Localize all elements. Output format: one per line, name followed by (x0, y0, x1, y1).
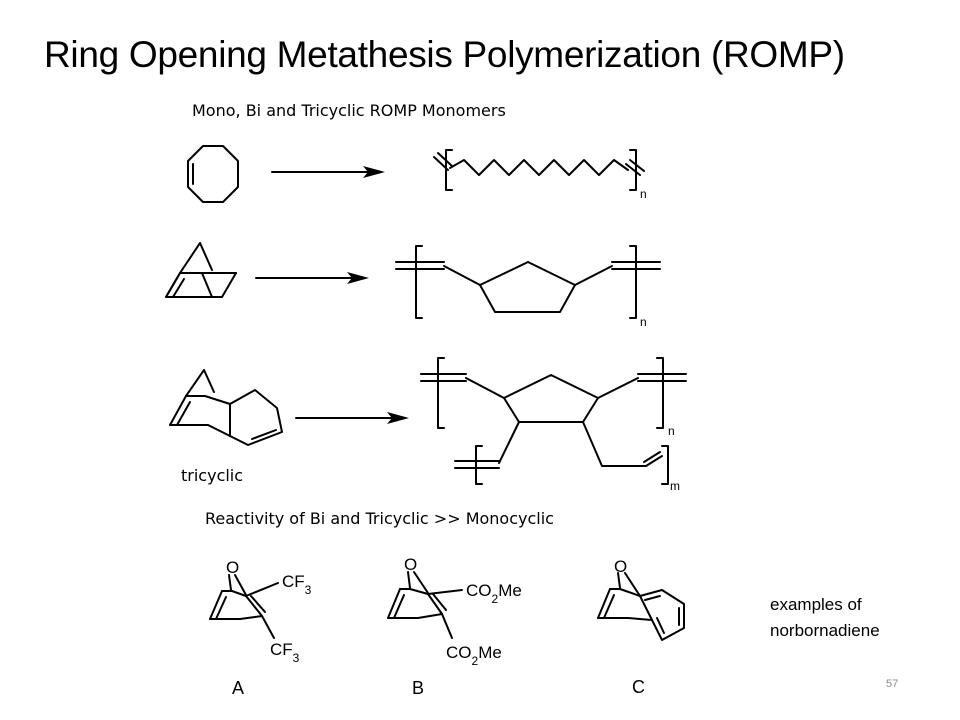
example-b-label: B (412, 678, 424, 698)
example-a-label: A (232, 678, 244, 698)
reaction-arrow-2 (255, 272, 369, 284)
reaction-arrow-3 (295, 412, 409, 424)
dicyclopentadiene-structure (169, 369, 283, 446)
example-c-structure (597, 572, 685, 641)
example-a-oxygen: O (226, 558, 239, 577)
example-a-cf3-top: CF3 (282, 572, 312, 597)
polydicyclopentadiene-structure (420, 357, 687, 485)
example-a-structure (209, 574, 279, 639)
repeat-label-m: m (670, 479, 680, 493)
example-b-ester-top: CO2Me (466, 581, 522, 606)
cyclooctene-structure (187, 145, 239, 203)
repeat-label-n3: n (668, 424, 675, 438)
example-a-cf3-bottom: CF3 (270, 640, 300, 665)
repeat-label-n2: n (640, 315, 647, 329)
example-b-ester-bottom: CO2Me (446, 643, 502, 668)
reaction-arrow-1 (271, 166, 385, 178)
examples-note-line2: norbornadiene (770, 621, 880, 640)
repeat-label-n1: n (640, 187, 647, 201)
polyoctenamer-structure (433, 149, 645, 191)
page-number: 57 (886, 678, 899, 690)
tricyclic-label: tricyclic (181, 466, 244, 485)
norbornene-structure (165, 242, 237, 298)
polynorbornene-structure (395, 245, 661, 319)
examples-note-line1: examples of (770, 595, 862, 614)
example-b-oxygen: O (404, 555, 417, 574)
example-b-structure (387, 571, 463, 639)
example-c-oxygen: O (614, 557, 627, 576)
slide-title: Ring Opening Metathesis Polymerization (… (44, 34, 845, 75)
monomers-heading: Mono, Bi and Tricyclic ROMP Monomers (192, 101, 506, 120)
example-c-label: C (632, 677, 645, 697)
examples-note: examples of norbornadiene (770, 592, 880, 644)
reactivity-heading: Reactivity of Bi and Tricyclic >> Monocy… (205, 509, 554, 528)
